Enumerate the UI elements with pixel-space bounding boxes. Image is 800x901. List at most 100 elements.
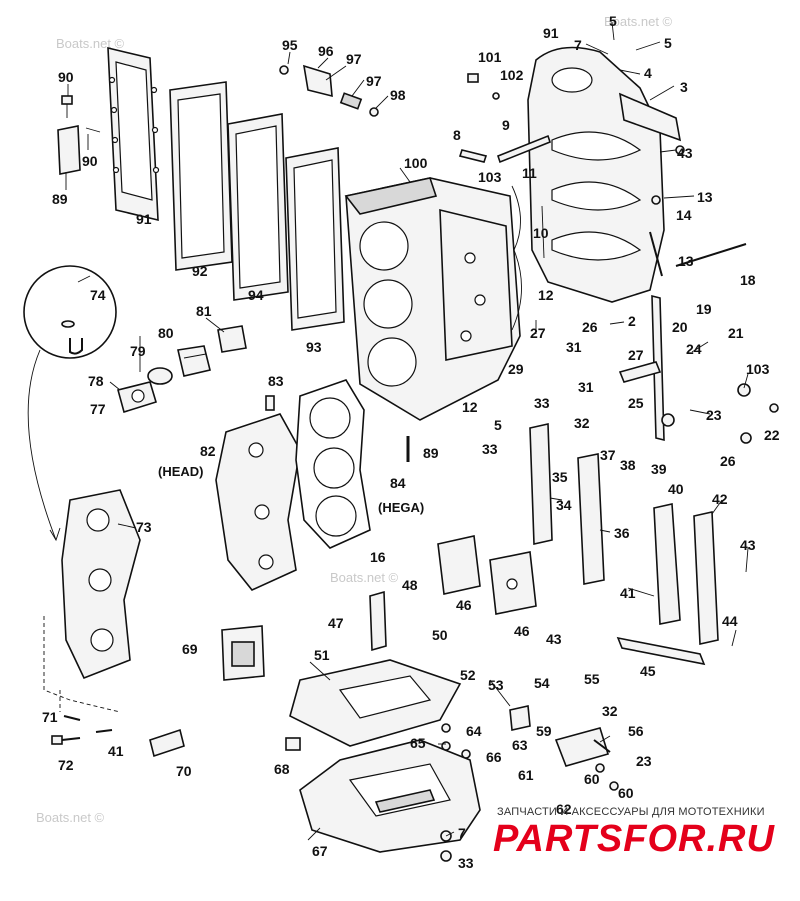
callout-label: 20 <box>672 319 688 335</box>
callout-label: 56 <box>628 723 644 739</box>
callout-label: 51 <box>314 647 330 663</box>
plate-47 <box>489 551 537 615</box>
callout-label: 9 <box>502 117 510 133</box>
callout-label: 61 <box>518 767 534 783</box>
callout-label: 62 <box>556 801 572 817</box>
callout-label: 103 <box>478 169 502 185</box>
cylinder-block-97 <box>344 177 521 421</box>
callout-label: 2 <box>628 313 636 329</box>
callout-label: 26 <box>720 453 736 469</box>
callout-label: 71 <box>42 709 58 725</box>
gasket-90-lower <box>285 147 345 331</box>
callout-label: 92 <box>192 263 208 279</box>
callout-label: 79 <box>130 343 146 359</box>
callout-label: 73 <box>136 519 152 535</box>
callout-label: 12 <box>538 287 554 303</box>
callout-label: 96 <box>318 43 334 59</box>
exhaust-cover-plate <box>107 46 160 222</box>
watermark-text: Boats.net © <box>330 570 399 585</box>
callout-label: 83 <box>268 373 284 389</box>
callout-label: 34 <box>556 497 572 513</box>
callout-numbers: 5 7 5 5 4 3 91 43 13 101 102 95 96 97 97… <box>42 13 780 871</box>
callout-label: 93 <box>306 339 322 355</box>
callout-label: 42 <box>712 491 728 507</box>
callout-label: 60 <box>584 771 600 787</box>
callout-label: 22 <box>764 427 780 443</box>
hega-label: (HEGA) <box>378 500 424 515</box>
callout-label: 89 <box>423 445 439 461</box>
gasket-90-upper <box>169 81 233 271</box>
callout-label: 33 <box>534 395 550 411</box>
bracket-36 <box>577 453 605 585</box>
decal-69 <box>221 625 265 681</box>
head-gasket-84 <box>295 379 371 549</box>
callout-label: 18 <box>740 272 756 288</box>
callout-label: 19 <box>696 301 712 317</box>
callout-label: 33 <box>482 441 498 457</box>
callout-label: 55 <box>584 671 600 687</box>
callout-label: 81 <box>196 303 212 319</box>
callout-label: 16 <box>370 549 386 565</box>
cylinder-head-82 <box>215 413 301 591</box>
callout-label: 70 <box>176 763 192 779</box>
callout-label: 41 <box>620 585 636 601</box>
callout-label: 29 <box>508 361 524 377</box>
callout-label: 23 <box>636 753 652 769</box>
dowel-pins <box>458 134 551 259</box>
callout-label: 64 <box>466 723 482 739</box>
gasket-79 <box>147 367 173 385</box>
callout-label: 12 <box>462 399 478 415</box>
callout-label: 54 <box>534 675 550 691</box>
bracket-50 <box>369 590 387 652</box>
small-fasteners <box>440 145 779 862</box>
callout-label: 52 <box>460 667 476 683</box>
screw-87 <box>85 127 101 133</box>
bottom-left-fasteners <box>51 715 185 758</box>
callout-label: 10 <box>533 225 549 241</box>
stud-83 <box>265 395 275 411</box>
callout-label: 32 <box>574 415 590 431</box>
callout-label: 4 <box>644 65 652 81</box>
callout-label: 27 <box>628 347 644 363</box>
callout-label: 8 <box>453 127 461 143</box>
brand-logo[interactable]: PARTSFOR.RU <box>493 818 775 860</box>
callout-label: 66 <box>486 749 502 765</box>
callout-label: 60 <box>618 785 634 801</box>
callout-label: 65 <box>410 735 426 751</box>
callout-label: 39 <box>651 461 667 477</box>
callout-label: 31 <box>566 339 582 355</box>
callout-label: 97 <box>366 73 382 89</box>
callout-label: 103 <box>746 361 770 377</box>
callout-label: 43 <box>740 537 756 553</box>
callout-label: 68 <box>274 761 290 777</box>
lever-63 <box>509 705 531 731</box>
callout-label: 50 <box>432 627 448 643</box>
wavy-split-line <box>511 185 522 331</box>
callout-label: 3 <box>680 79 688 95</box>
callout-label: 77 <box>90 401 106 417</box>
callout-label: 91 <box>543 25 559 41</box>
throttle-linkage <box>618 231 747 442</box>
callout-label: 35 <box>552 469 568 485</box>
callout-label: 89 <box>52 191 68 207</box>
callout-label: 13 <box>678 253 694 269</box>
callout-label: 7 <box>574 37 582 53</box>
callout-label: 43 <box>677 145 693 161</box>
leader-lines <box>65 21 749 841</box>
callout-label: 24 <box>686 341 702 357</box>
callout-label: 13 <box>697 189 713 205</box>
cover-73 <box>61 489 141 680</box>
callout-label: 23 <box>706 407 722 423</box>
detail-inset-circle <box>23 265 117 542</box>
callout-label: 82 <box>200 443 216 459</box>
callout-label: 59 <box>536 723 552 739</box>
callout-label: 74 <box>90 287 106 303</box>
callout-label: 45 <box>640 663 656 679</box>
head-label: (HEAD) <box>158 464 204 479</box>
callout-label: 40 <box>668 481 684 497</box>
callout-label: 5 <box>664 35 672 51</box>
callout-label: 97 <box>346 51 362 67</box>
callout-label: 80 <box>158 325 174 341</box>
callout-label: 11 <box>522 165 537 181</box>
plate-48 <box>437 535 481 595</box>
